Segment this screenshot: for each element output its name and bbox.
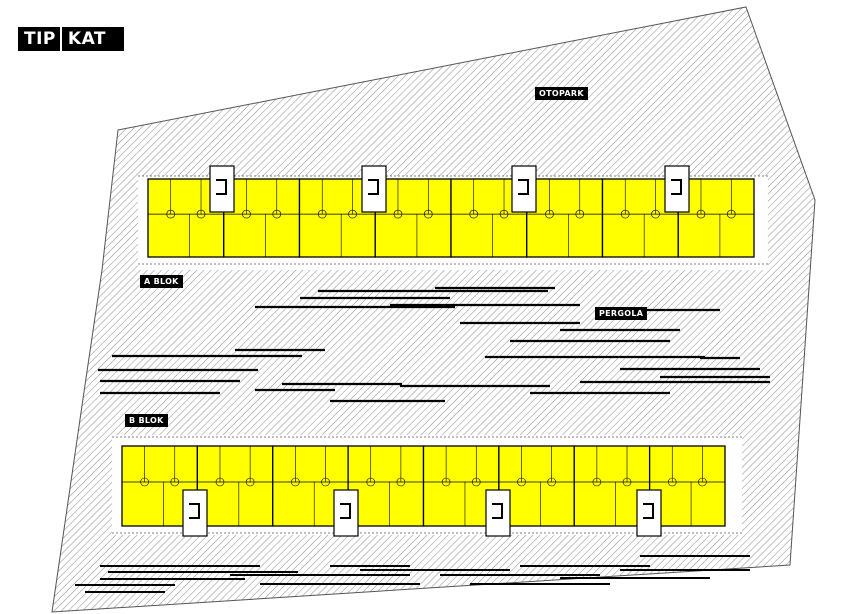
door-swing bbox=[545, 209, 554, 219]
label-parking: OTOPARK bbox=[535, 87, 588, 100]
title-part-1: TIP bbox=[24, 29, 56, 49]
stairwell bbox=[361, 165, 387, 213]
apartment-unit bbox=[677, 178, 755, 258]
door-swing bbox=[547, 477, 556, 487]
door-swing bbox=[469, 209, 479, 219]
door-swing bbox=[396, 477, 406, 487]
stairwell bbox=[636, 489, 662, 537]
stair-symbol bbox=[189, 503, 200, 519]
apartment-unit bbox=[648, 445, 726, 527]
door-swing bbox=[245, 477, 255, 487]
door-swing bbox=[517, 477, 526, 487]
door-swing bbox=[366, 477, 376, 487]
stairwell bbox=[485, 489, 511, 537]
block-a-units bbox=[138, 175, 768, 265]
door-swing bbox=[170, 477, 180, 487]
apartment-unit bbox=[121, 445, 199, 527]
stair-symbol bbox=[368, 179, 379, 195]
apartment-unit bbox=[374, 178, 452, 258]
door-swing bbox=[620, 209, 630, 219]
door-swing bbox=[575, 209, 585, 219]
title-part-2: KAT bbox=[67, 29, 106, 49]
door-swing bbox=[423, 209, 433, 219]
door-swing bbox=[321, 477, 330, 487]
plan-title: TIP KAT bbox=[18, 27, 124, 51]
door-swing bbox=[140, 477, 149, 487]
stairwell bbox=[511, 165, 537, 213]
door-swing bbox=[317, 209, 327, 219]
door-swing bbox=[499, 209, 509, 219]
title-separator bbox=[59, 27, 62, 51]
door-swing bbox=[242, 209, 251, 219]
pergola-lines bbox=[98, 286, 770, 403]
door-swing bbox=[215, 477, 225, 487]
bottom-landscape-lines bbox=[75, 555, 750, 593]
stair-symbol bbox=[216, 179, 227, 195]
door-swing bbox=[393, 209, 403, 219]
stair-symbol bbox=[340, 503, 351, 519]
stair-symbol bbox=[671, 179, 682, 195]
block-a-stairwells bbox=[209, 165, 690, 213]
door-swing bbox=[348, 209, 357, 219]
apartment-unit bbox=[223, 178, 301, 258]
stairwell bbox=[182, 489, 208, 537]
block-a bbox=[138, 165, 768, 270]
label-block-b: B BLOK bbox=[125, 414, 168, 427]
door-swing bbox=[441, 477, 451, 487]
door-swing bbox=[651, 209, 660, 219]
label-block-a: A BLOK bbox=[140, 275, 183, 288]
stair-symbol bbox=[643, 503, 654, 519]
door-swing bbox=[166, 209, 176, 219]
door-swing bbox=[291, 477, 300, 487]
door-swing bbox=[196, 209, 206, 219]
door-swing bbox=[696, 209, 706, 219]
apartment-unit bbox=[347, 445, 425, 527]
apartment-unit bbox=[196, 445, 274, 527]
block-b bbox=[112, 435, 742, 537]
door-swing bbox=[471, 477, 481, 487]
stairwell bbox=[333, 489, 359, 537]
block-b-stairwells bbox=[182, 489, 662, 537]
door-swing bbox=[592, 477, 602, 487]
stair-symbol bbox=[492, 503, 503, 519]
stairwell bbox=[209, 165, 235, 213]
door-swing bbox=[726, 209, 736, 219]
apartment-unit bbox=[526, 178, 604, 258]
door-swing bbox=[698, 477, 707, 487]
door-swing bbox=[622, 477, 632, 487]
door-swing bbox=[272, 209, 282, 219]
block-b-units bbox=[112, 436, 742, 534]
stairwell bbox=[664, 165, 690, 213]
label-pergola: PERGOLA bbox=[595, 307, 648, 320]
door-swing bbox=[667, 477, 677, 487]
stair-symbol bbox=[518, 179, 529, 195]
